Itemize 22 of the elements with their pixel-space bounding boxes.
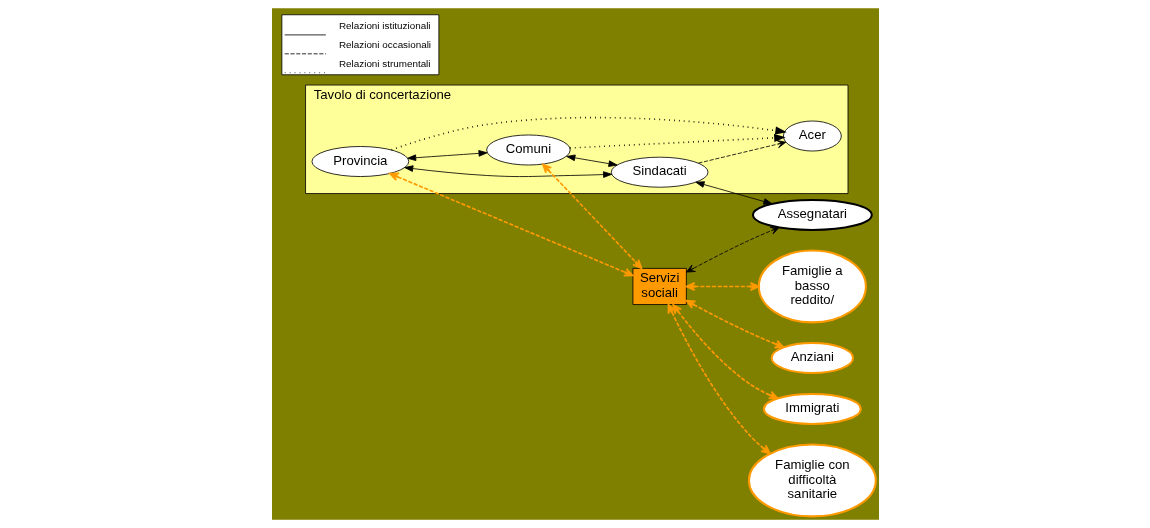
legend-label: Relazioni occasionali [338, 38, 431, 50]
legend-label: Relazioni istituzionali [338, 19, 431, 31]
arrow [406, 150, 488, 161]
node-ellipse: Comuni [485, 134, 571, 166]
arrow [694, 181, 772, 205]
arrow [685, 300, 784, 349]
arrow [403, 165, 612, 178]
arrow [685, 226, 780, 273]
arrow [565, 154, 617, 167]
arrow [568, 133, 786, 149]
legend-label: Relazioni strumentali [338, 57, 431, 69]
node-ellipse: Acer [782, 120, 842, 152]
arrow [390, 116, 787, 151]
node-ellipse: Provincia [311, 146, 409, 177]
arrow [671, 304, 778, 400]
arrow [667, 303, 771, 455]
arrow [697, 140, 786, 164]
node-box: Servizi sociali [632, 267, 687, 305]
arrow [685, 281, 760, 291]
node-ellipse: Famiglie a basso reddito/ [757, 249, 867, 324]
arrow [388, 172, 634, 277]
arrow [541, 163, 642, 270]
